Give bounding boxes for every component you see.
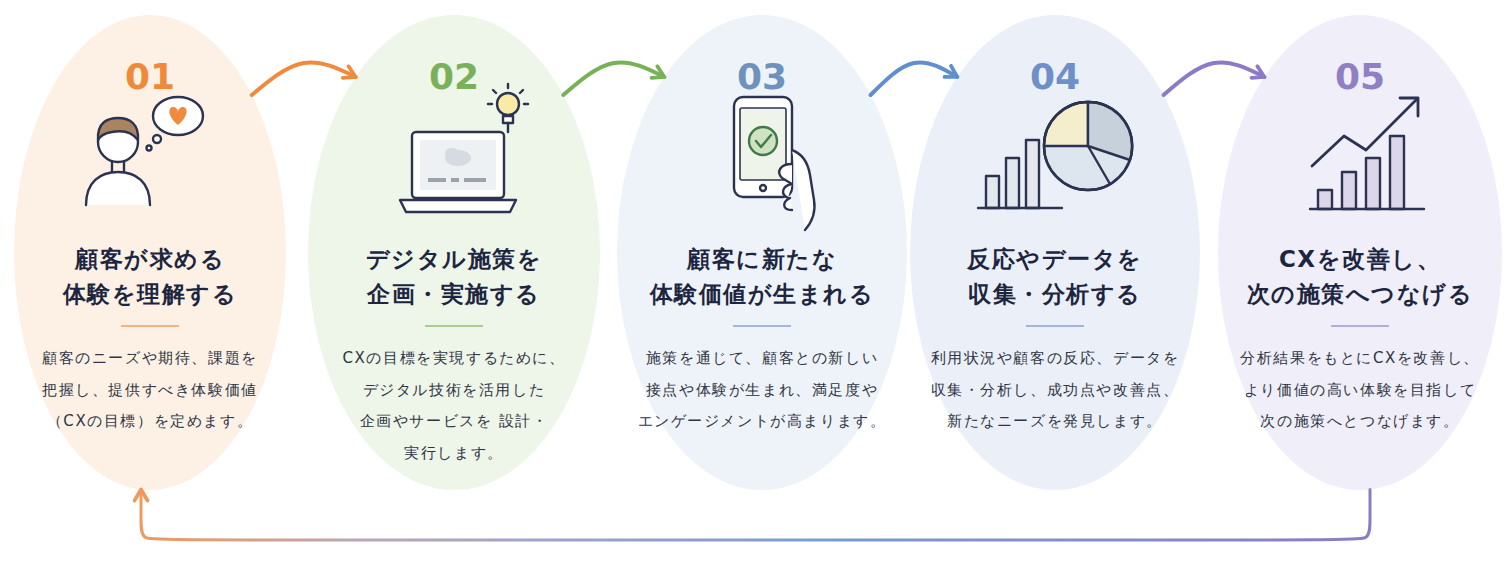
- title-rule: [733, 325, 791, 327]
- oval-fill: [308, 15, 600, 490]
- step-title: 顧客が求める 体験を理解する: [61, 242, 239, 312]
- step-number: 01: [123, 53, 177, 101]
- oval-fill: [1218, 15, 1502, 490]
- step-title: 顧客に新たな 体験価値が生まれる: [648, 242, 876, 312]
- flow-arrow: [563, 62, 664, 95]
- title-rule: [121, 325, 179, 327]
- oval-fill: [910, 15, 1200, 490]
- step-number: 04: [1028, 53, 1082, 101]
- step-description: 利用状況や顧客の反応、データを 収集・分析し、成功点や改善点、 新たなニーズを発…: [929, 343, 1181, 438]
- oval-fill: [14, 15, 286, 490]
- title-rule: [425, 325, 483, 327]
- title-rule: [1331, 325, 1389, 327]
- step-oval: 01 顧客が求める 体験を理解する顧客のニーズや期待、課題を 把握し、提供すべき体…: [14, 15, 286, 490]
- flow-arrow: [252, 62, 356, 95]
- step-description: CXの目標を実現するために、 デジタル技術を活用した 企画やサービスを 設計・実…: [341, 343, 568, 469]
- flow-arrow: [871, 62, 958, 95]
- step-oval: 03 顧客に新たな 体験価値が生まれる施策を通じて、顧客との新しい 接点や体験が生…: [617, 15, 907, 490]
- step-oval: 05CXを改善し、 次の施策へつなげる分析結果をもとにCXを改善し、 より価値の…: [1218, 15, 1502, 490]
- oval-fill: [617, 15, 907, 490]
- step-description: 施策を通じて、顧客との新しい 接点や体験が生まれ、満足度や エンゲージメントが高…: [636, 343, 888, 438]
- step-number: 05: [1333, 53, 1387, 101]
- step-description: 顧客のニーズや期待、課題を 把握し、提供すべき体験価値 （CXの目標）を定めます…: [41, 343, 260, 438]
- step-number: 03: [735, 53, 789, 101]
- step-number: 02: [427, 53, 481, 101]
- flow-arrow: [1164, 62, 1265, 95]
- step-title: CXを改善し、 次の施策へつなげる: [1245, 242, 1475, 312]
- title-rule: [1026, 325, 1084, 327]
- step-oval: 02 デジタル施策を 企画・実施する CXの目標を実現するために、 デジタル技術を活…: [308, 15, 600, 490]
- step-title: デジタル施策を 企画・実施する: [364, 242, 544, 312]
- step-title: 反応やデータを 収集・分析する: [966, 242, 1145, 312]
- step-description: 分析結果をもとにCXを改善し、 より価値の高い体験を目指して 次の施策へとつなげ…: [1239, 343, 1482, 438]
- return-connector: [141, 489, 1370, 540]
- step-oval: 04 反応やデータを 収集・分析する利用状況や顧客の反応、データを 収集・分析し、…: [910, 15, 1200, 490]
